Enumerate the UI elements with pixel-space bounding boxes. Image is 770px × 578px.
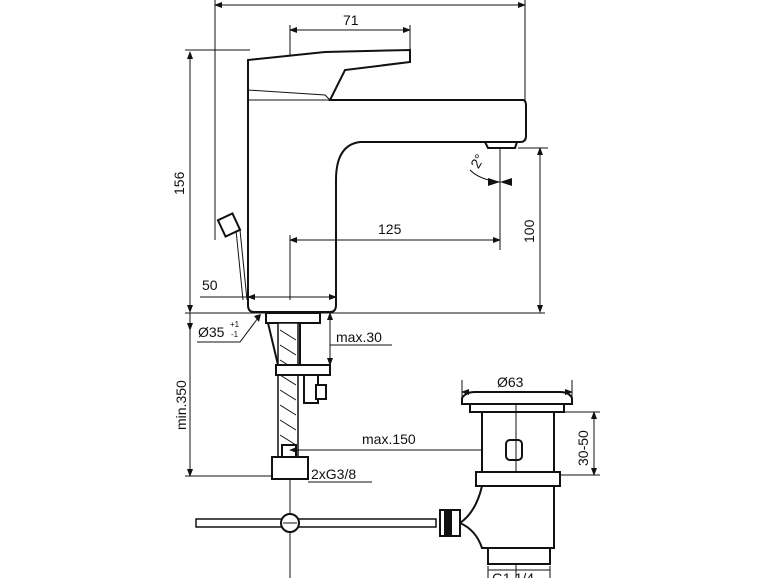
svg-text:+1: +1: [230, 320, 240, 329]
label-max150: max.150: [362, 431, 416, 447]
label-35: Ø35: [198, 324, 225, 340]
dimension-waste-thread: G1 1/4: [488, 569, 550, 578]
dimension-waste-diameter: Ø63: [461, 374, 573, 398]
svg-text:-1: -1: [231, 330, 239, 339]
dimension-connection: 2xG3/8: [308, 466, 372, 483]
dimension-hole-diameter: Ø35 +1 -1: [187, 313, 261, 343]
label-63: Ø63: [497, 374, 524, 390]
label-100: 100: [521, 219, 537, 243]
label-71: 71: [343, 12, 359, 28]
label-2xg38: 2xG3/8: [311, 466, 356, 482]
label-125: 125: [378, 221, 402, 237]
dimension-30-50: 30-50: [560, 411, 600, 476]
dimension-100: 100: [518, 147, 548, 313]
label-2-deg: 2°: [467, 151, 488, 171]
dimension-overall-width: [214, 0, 526, 240]
pop-up-waste: [439, 391, 573, 578]
dimension-71: 71: [289, 12, 411, 60]
label-156: 156: [171, 171, 187, 195]
label-min350: min.350: [173, 380, 189, 430]
pull-rod: [195, 513, 437, 533]
dimension-min350: min.350: [173, 330, 272, 477]
dimension-max150: max.150: [289, 431, 518, 453]
dimension-50: 50: [200, 277, 337, 300]
dimension-156: 156: [171, 49, 250, 313]
faucet-body: [247, 48, 527, 313]
label-max30: max.30: [336, 329, 382, 345]
label-g114: G1 1/4: [492, 570, 534, 578]
dimension-spout-angle: 2°: [467, 148, 512, 250]
label-50: 50: [202, 277, 218, 293]
dimension-max30: max.30: [327, 312, 392, 366]
drain-lever: [216, 212, 248, 301]
dimension-125: 125: [289, 221, 501, 300]
label-30-50: 30-50: [575, 430, 591, 466]
mounting-assembly: [265, 312, 331, 578]
